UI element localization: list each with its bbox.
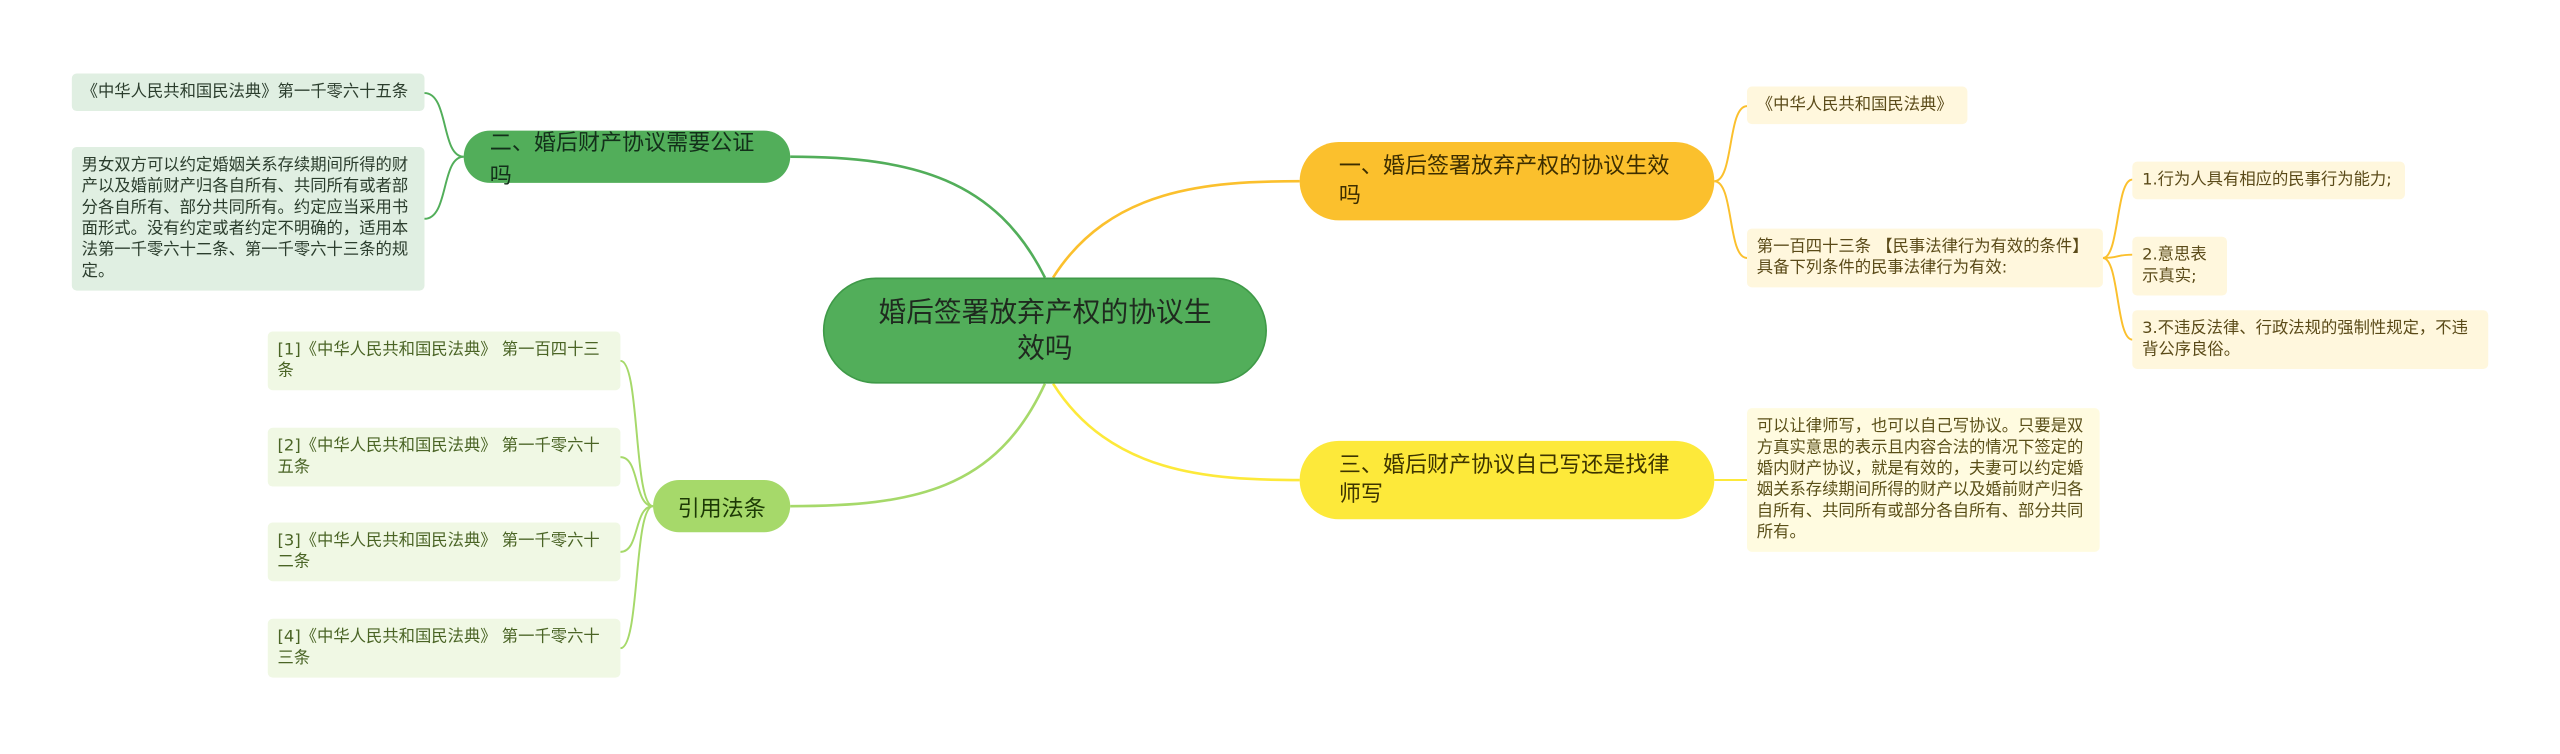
citation-item[interactable]: [3]《中华人民共和国民法典》 第一千零六十二条 <box>267 522 621 582</box>
leaf-label: 3.不违反法律、行政法规的强制性规定，不违背公序良俗。 <box>2142 320 2468 360</box>
leaf-label: 男女双方可以约定婚姻关系存续期间所得的财产以及婚前财产归各自所有、共同所有或者部… <box>81 156 409 281</box>
leaf-article-143[interactable]: 第一百四十三条 【民事法律行为有效的条件】具备下列条件的民事法律行为有效: <box>1746 228 2103 288</box>
leaf-article-1065[interactable]: 《中华人民共和国民法典》第一千零六十五条 <box>71 73 425 112</box>
leaf-label: [4]《中华人民共和国民法典》 第一千零六十三条 <box>277 628 600 668</box>
branch-validity[interactable]: 一、婚后签署放弃产权的协议生效吗 <box>1299 142 1715 221</box>
leaf-label: [3]《中华人民共和国民法典》 第一千零六十二条 <box>277 532 600 572</box>
leaf-label: 《中华人民共和国民法典》 <box>1756 96 1953 115</box>
leaf-label: 可以让律师写，也可以自己写协议。只要是双方真实意思的表示且内容合法的情况下签定的… <box>1756 417 2084 543</box>
central-topic[interactable]: 婚后签署放弃产权的协议生效吗 <box>822 277 1267 384</box>
central-topic-label: 婚后签署放弃产权的协议生效吗 <box>878 296 1212 365</box>
leaf-condition-1[interactable]: 1.行为人具有相应的民事行为能力; <box>2132 161 2405 200</box>
leaf-condition-2[interactable]: 2.意思表示真实; <box>2132 236 2228 296</box>
branch-validity-label: 一、婚后签署放弃产权的协议生效吗 <box>1338 153 1670 209</box>
leaf-article-1065-text[interactable]: 男女双方可以约定婚姻关系存续期间所得的财产以及婚前财产归各自所有、共同所有或者部… <box>71 146 425 291</box>
citation-item[interactable]: [1]《中华人民共和国民法典》 第一百四十三条 <box>267 331 621 391</box>
branch-citations-label: 引用法条 <box>677 496 766 523</box>
citation-item[interactable]: [2]《中华人民共和国民法典》 第一千零六十五条 <box>267 427 621 487</box>
leaf-label: [2]《中华人民共和国民法典》 第一千零六十五条 <box>277 437 600 477</box>
leaf-label: 1.行为人具有相应的民事行为能力; <box>2142 171 2392 190</box>
leaf-condition-3[interactable]: 3.不违反法律、行政法规的强制性规定，不违背公序良俗。 <box>2132 310 2489 369</box>
leaf-label: 《中华人民共和国民法典》第一千零六十五条 <box>81 83 409 102</box>
citation-item[interactable]: [4]《中华人民共和国民法典》 第一千零六十三条 <box>267 618 621 678</box>
leaf-lawyer-answer[interactable]: 可以让律师写，也可以自己写协议。只要是双方真实意思的表示且内容合法的情况下签定的… <box>1746 408 2100 552</box>
branch-notarization[interactable]: 二、婚后财产协议需要公证吗 <box>463 130 791 189</box>
leaf-label: 2.意思表示真实; <box>2142 246 2207 286</box>
leaf-label: 第一百四十三条 【民事法律行为有效的条件】具备下列条件的民事法律行为有效: <box>1756 238 2089 278</box>
branch-citations[interactable]: 引用法条 <box>653 480 791 533</box>
branch-lawyer[interactable]: 三、婚后财产协议自己写还是找律师写 <box>1299 440 1715 520</box>
leaf-label: [1]《中华人民共和国民法典》 第一百四十三条 <box>277 341 600 381</box>
leaf-civil-code[interactable]: 《中华人民共和国民法典》 <box>1746 86 1968 125</box>
branch-lawyer-label: 三、婚后财产协议自己写还是找律师写 <box>1338 452 1670 508</box>
branch-notarization-label: 二、婚后财产协议需要公证吗 <box>489 130 755 190</box>
